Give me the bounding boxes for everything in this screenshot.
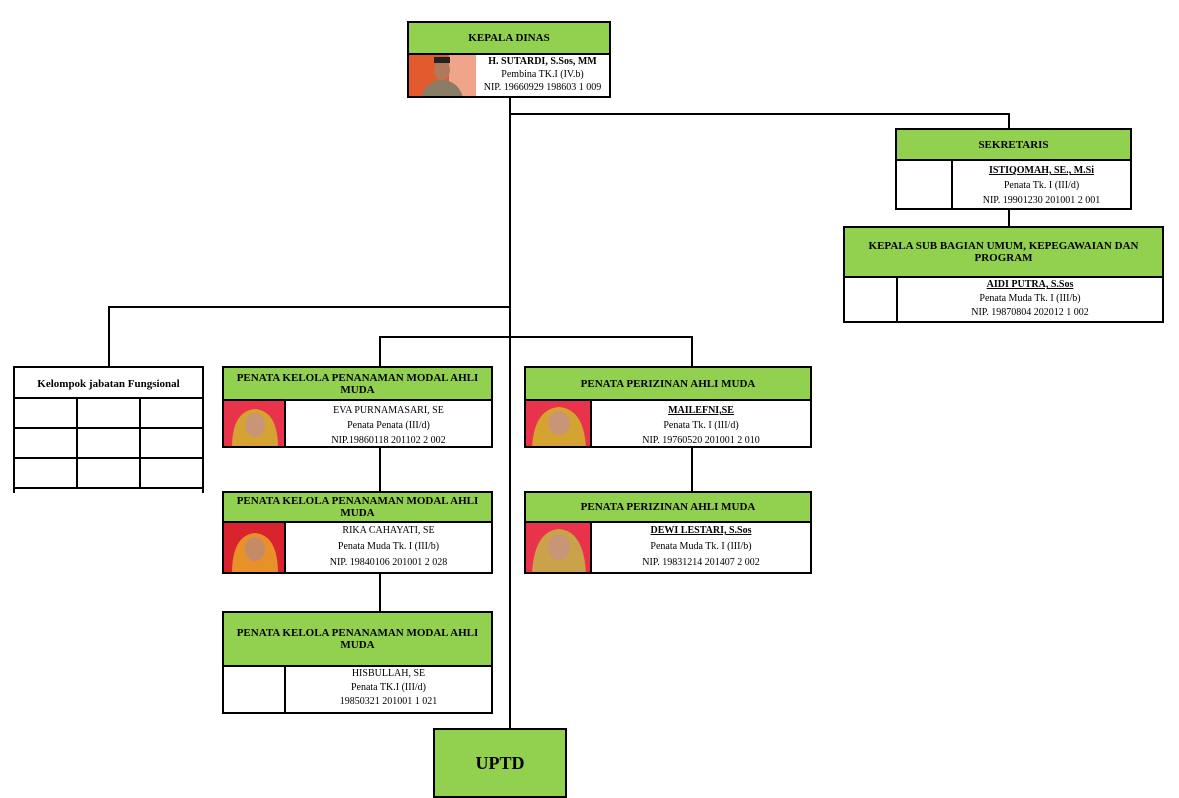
sekretaris-box: SEKRETARIS ISTIQOMAH, SE., M.Si Penata T… — [895, 128, 1132, 210]
perizinan-nip-2: NIP. 19831214 201407 2 002 — [642, 557, 760, 568]
penanaman-name-1: EVA PURNAMASARI, SE — [333, 405, 444, 416]
person-photo-icon — [409, 55, 476, 96]
connector-to-sekretaris-h — [509, 113, 1010, 115]
connector-perizinan-v — [691, 336, 693, 367]
connector-penanaman-2-3 — [379, 572, 381, 612]
kepala-name: H. SUTARDI, S.Sos, MM — [488, 56, 597, 67]
kepala-dinas-title: KEPALA DINAS — [409, 23, 609, 55]
penanaman-rank-2: Penata Muda Tk. I (III/b) — [337, 541, 440, 552]
connector-perizinan-1-2 — [691, 446, 693, 492]
uptd-box: UPTD — [433, 728, 567, 798]
kepala-rank: Pembina TK.I (IV.b) — [501, 69, 584, 80]
perizinan-box-1: PENATA PERIZINAN AHLI MUDA MAILEFNI,SE P… — [524, 366, 812, 448]
kasubag-name: AIDI PUTRA, S.Sos — [986, 279, 1074, 290]
sekretaris-photo-placeholder — [897, 161, 953, 208]
person-photo-icon — [224, 523, 284, 572]
penanaman-nip-3: 19850321 201001 1 021 — [339, 696, 438, 707]
sekretaris-title: SEKRETARIS — [897, 130, 1130, 161]
kasubag-box: KEPALA SUB BAGIAN UMUM, KEPEGAWAIAN DAN … — [843, 226, 1164, 323]
sekretaris-nip: NIP. 19901230 201001 2 001 — [982, 195, 1101, 206]
perizinan-title-1: PENATA PERIZINAN AHLI MUDA — [526, 368, 810, 401]
connector-main-vertical — [509, 97, 511, 729]
penanaman-box-3: PENATA KELOLA PENANAMAN MODAL AHLI MUDA … — [222, 611, 493, 714]
penanaman-rank-1: Penata Penata (III/d) — [347, 420, 430, 431]
kasubag-title: KEPALA SUB BAGIAN UMUM, KEPEGAWAIAN DAN … — [845, 228, 1162, 278]
connector-staff-h — [379, 336, 693, 338]
perizinan-box-2: PENATA PERIZINAN AHLI MUDA DEWI LESTARI,… — [524, 491, 812, 574]
perizinan-nip-1: NIP. 19760520 201001 2 010 — [642, 435, 760, 446]
penanaman-photo-2 — [224, 523, 286, 572]
penanaman-title-1: PENATA KELOLA PENANAMAN MODAL AHLI MUDA — [224, 368, 491, 401]
fungsional-grid — [13, 397, 204, 489]
penanaman-rank-3: Penata TK.I (III/d) — [350, 682, 427, 693]
kasubag-rank: Penata Muda Tk. I (III/b) — [979, 293, 1081, 304]
perizinan-photo-1 — [526, 401, 592, 446]
kasubag-photo-placeholder — [845, 278, 898, 321]
penanaman-name-2: RIKA CAHAYATI, SE — [342, 525, 435, 536]
person-photo-icon — [526, 523, 590, 572]
connector-fungsional-h — [108, 306, 511, 308]
perizinan-photo-2 — [526, 523, 592, 572]
penanaman-nip-2: NIP. 19840106 201001 2 028 — [329, 557, 448, 568]
kepala-nip: NIP. 19660929 198603 1 009 — [483, 82, 602, 93]
fungsional-title: Kelompok jabatan Fungsional — [37, 378, 180, 390]
person-photo-icon — [224, 401, 284, 446]
sekretaris-rank: Penata Tk. I (III/d) — [1003, 180, 1080, 191]
penanaman-photo-1 — [224, 401, 286, 446]
kepala-dinas-box: KEPALA DINAS H. SUTARDI, S.Sos, MM Pembi… — [407, 21, 611, 98]
person-photo-icon — [526, 401, 590, 446]
perizinan-rank-2: Penata Muda Tk. I (III/b) — [650, 541, 752, 552]
penanaman-title-3: PENATA KELOLA PENANAMAN MODAL AHLI MUDA — [224, 613, 491, 667]
connector-penanaman-1-2 — [379, 446, 381, 492]
connector-fungsional-v — [108, 306, 110, 367]
penanaman-box-2: PENATA KELOLA PENANAMAN MODAL AHLI MUDA … — [222, 491, 493, 574]
perizinan-rank-1: Penata Tk. I (III/d) — [663, 420, 739, 431]
perizinan-name-2: DEWI LESTARI, S.Sos — [650, 525, 752, 536]
penanaman-nip-1: NIP.19860118 201102 2 002 — [331, 435, 446, 446]
connector-penanaman-v — [379, 336, 381, 367]
sekretaris-name: ISTIQOMAH, SE., M.Si — [988, 165, 1095, 176]
penanaman-title-2: PENATA KELOLA PENANAMAN MODAL AHLI MUDA — [224, 493, 491, 523]
penanaman-name-3: HISBULLAH, SE — [351, 668, 426, 679]
penanaman-photo-placeholder-3 — [224, 667, 286, 712]
connector-sekretaris-kasubag — [1008, 208, 1010, 227]
kasubag-nip: NIP. 19870804 202012 1 002 — [971, 307, 1089, 318]
perizinan-title-2: PENATA PERIZINAN AHLI MUDA — [526, 493, 810, 523]
penanaman-box-1: PENATA KELOLA PENANAMAN MODAL AHLI MUDA … — [222, 366, 493, 448]
kepala-photo — [409, 55, 476, 96]
connector-to-sekretaris-v — [1008, 113, 1010, 129]
perizinan-name-1: MAILEFNI,SE — [668, 405, 734, 416]
